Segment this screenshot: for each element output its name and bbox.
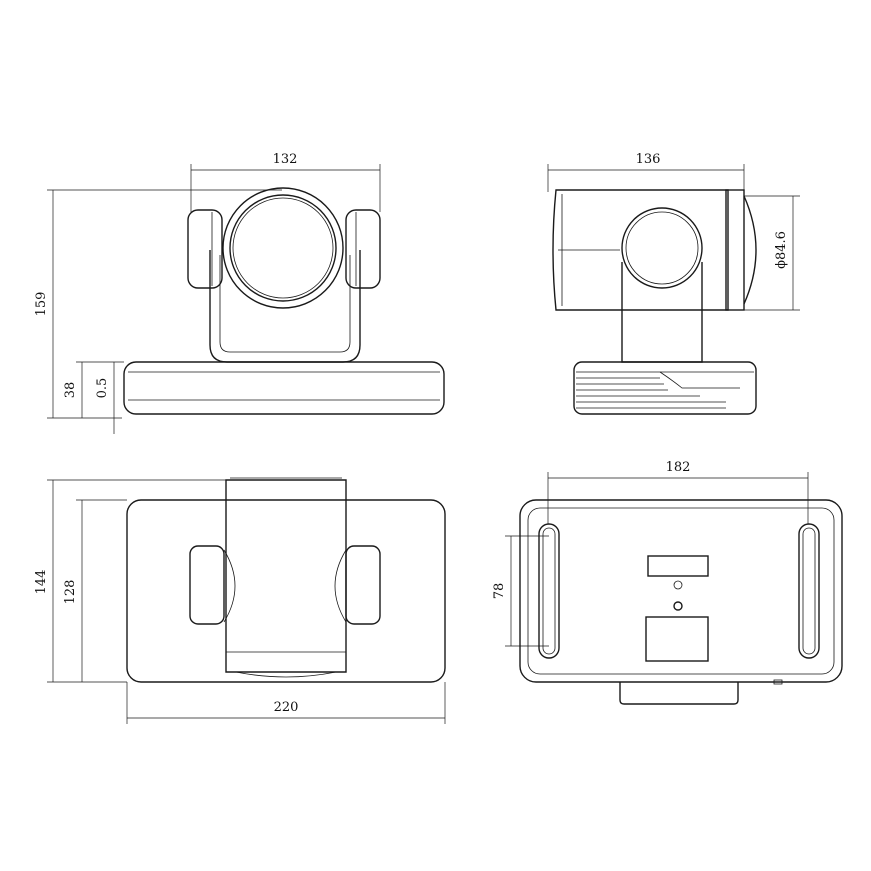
top-left-knob	[189, 545, 225, 625]
top-camera-body	[225, 479, 347, 673]
side-lens-label: ϕ84.6	[774, 231, 789, 269]
top-depth-label: 144	[34, 570, 49, 595]
side-depth-label: 136	[636, 152, 661, 167]
front-base-label: 38	[63, 382, 78, 399]
front-base	[123, 361, 445, 415]
side-front-ring	[725, 189, 745, 311]
side-base	[573, 361, 757, 415]
front-width-label: 132	[273, 152, 298, 167]
bottom-slot-length-label: 78	[492, 583, 507, 600]
side-tilt-axis	[621, 207, 703, 289]
top-view: 144 128 220	[34, 477, 446, 724]
front-left-knob	[187, 209, 223, 289]
bottom-base	[519, 499, 843, 683]
front-lens-inner	[229, 194, 337, 302]
front-right-knob	[345, 209, 381, 289]
bottom-left-slot	[538, 523, 560, 659]
top-width-label: 220	[274, 700, 299, 715]
bottom-right-slot	[798, 523, 820, 659]
top-inner-depth-label: 128	[63, 580, 78, 605]
bottom-connector-panel	[645, 616, 709, 662]
front-lens-outer	[222, 187, 344, 309]
bottom-hole-lower	[673, 601, 683, 611]
bottom-label-plate	[647, 555, 709, 577]
top-base	[126, 499, 446, 683]
front-u-bracket	[209, 250, 361, 363]
bottom-hole-upper	[673, 580, 683, 590]
bottom-foot	[619, 682, 739, 705]
bottom-slot-spacing-label: 182	[666, 460, 691, 475]
side-lens-dome	[743, 195, 757, 305]
front-view: 132 159 38 0.5	[34, 152, 445, 434]
side-camera-body	[552, 189, 729, 311]
front-height-label: 159	[34, 292, 49, 317]
side-view: 136 ϕ84.6	[547, 152, 800, 415]
bottom-view: 182 78	[492, 460, 843, 705]
front-gap-label: 0.5	[95, 378, 110, 399]
top-right-knob	[345, 545, 381, 625]
